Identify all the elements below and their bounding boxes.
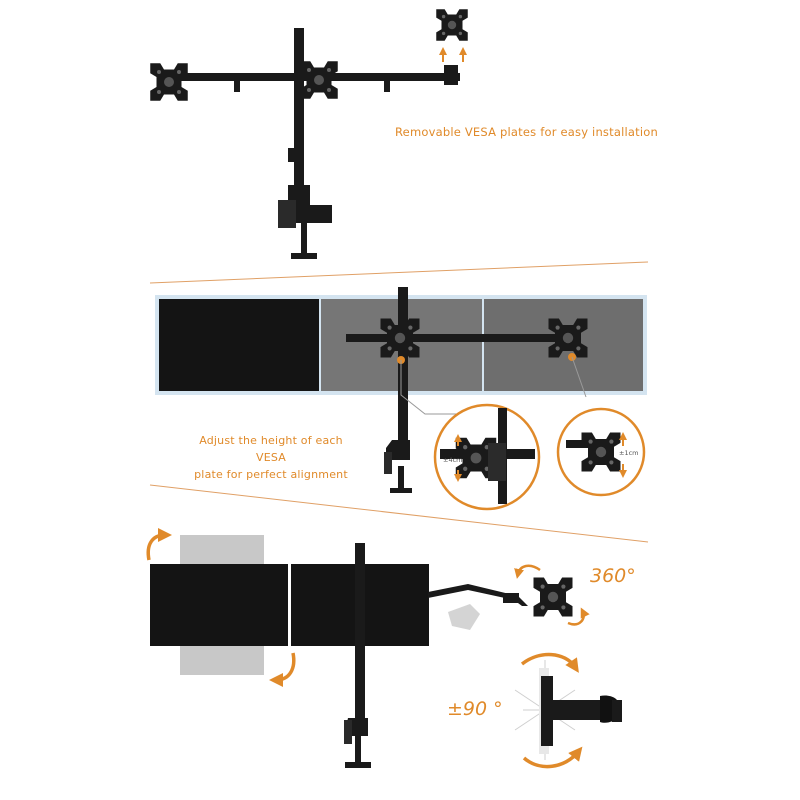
monitor-left [159, 299, 319, 391]
section-height-adjust: ±4cm ±1cm [155, 287, 647, 511]
divider-line [149, 484, 649, 543]
callout-left: ±4cm [433, 403, 541, 511]
height-adjust-caption-line2: plate for perfect alignment [194, 468, 348, 481]
section-vesa-plates [150, 9, 468, 259]
height-adjust-caption: Adjust the height of each VESA plate for… [186, 432, 356, 483]
left-range-label: ±4cm [443, 456, 463, 464]
height-adjust-caption-line1: Adjust the height of each VESA [199, 434, 343, 464]
tilt-label: ±90 ° [447, 698, 503, 720]
vesa-plates-caption: Removable VESA plates for easy installat… [395, 125, 658, 139]
callout-right: ±1cm [556, 407, 646, 497]
rotation-label: 360° [590, 565, 636, 587]
tilt-illustration [514, 652, 622, 769]
section-rotation [146, 528, 622, 769]
monitor-landscape-left [150, 564, 288, 646]
right-range-label: ±1cm [619, 449, 639, 457]
divider-line [149, 261, 649, 284]
